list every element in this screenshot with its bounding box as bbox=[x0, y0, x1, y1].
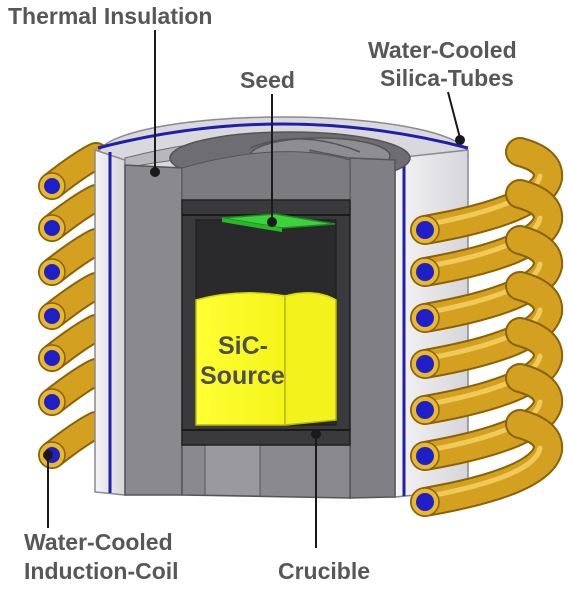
sic-source-label-line2: Source bbox=[200, 362, 285, 390]
label-silica-tubes-line2: Silica-Tubes bbox=[380, 65, 514, 91]
induction-coil-left bbox=[38, 142, 110, 469]
coil-turn-left bbox=[38, 411, 110, 469]
label-induction-coil-line2: Induction-Coil bbox=[24, 558, 179, 584]
label-induction-coil-line1: Water-Cooled bbox=[24, 529, 173, 555]
coil-turn-right bbox=[410, 409, 564, 517]
coil-turn-right bbox=[410, 317, 564, 425]
coil-turn-left bbox=[38, 184, 110, 242]
coil-turn-right bbox=[410, 363, 564, 471]
label-thermal-insulation: Thermal Insulation bbox=[8, 3, 212, 29]
coil-turn-left bbox=[38, 358, 110, 416]
coil-turn-left bbox=[38, 272, 110, 330]
seed-crystal bbox=[221, 213, 336, 232]
coil-turn-left bbox=[38, 228, 110, 286]
label-silica-tubes-line1: Water-Cooled bbox=[368, 37, 517, 63]
label-crucible: Crucible bbox=[278, 558, 370, 584]
label-seed: Seed bbox=[240, 67, 295, 93]
sic-source-label-line1: SiC- bbox=[218, 332, 268, 360]
leader-silica-tubes bbox=[447, 91, 461, 139]
coil-turn-right bbox=[410, 271, 564, 379]
induction-coil-right bbox=[410, 137, 564, 517]
leader-lines bbox=[43, 30, 465, 548]
coil-turn-right bbox=[410, 225, 564, 333]
coil-turn-right bbox=[410, 137, 564, 245]
coil-turn-left bbox=[38, 314, 110, 372]
coil-turn-left bbox=[38, 142, 110, 200]
sic-source: SiC- Source bbox=[195, 292, 337, 426]
thermal-insulation bbox=[124, 131, 411, 499]
